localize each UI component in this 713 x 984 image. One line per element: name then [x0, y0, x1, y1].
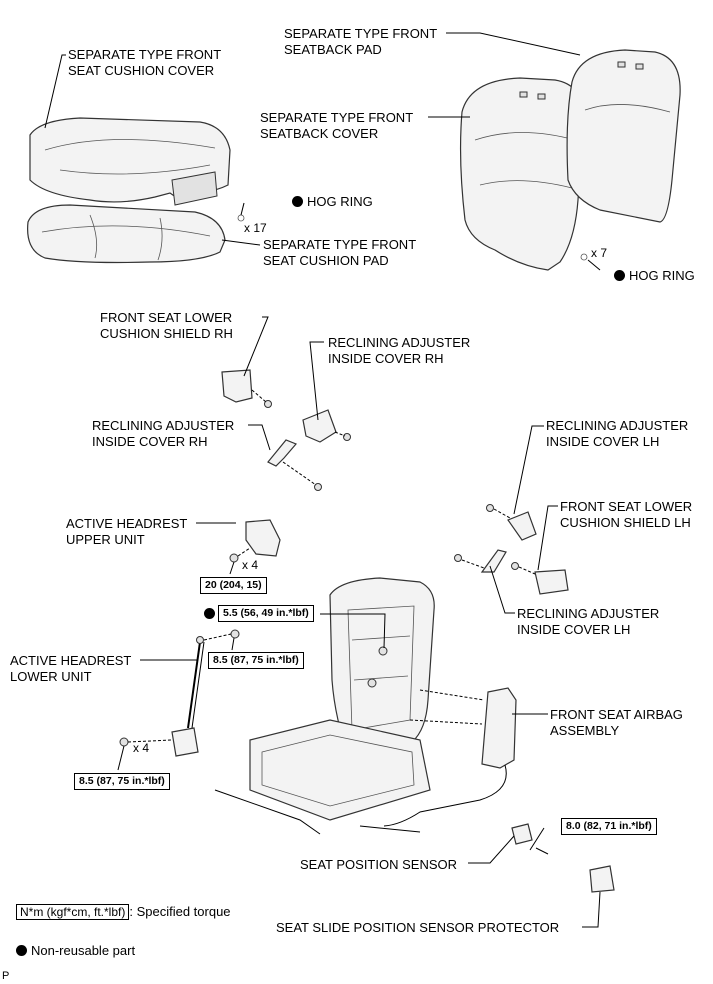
qty-upper-unit: x 4 [242, 558, 259, 572]
qty-hog-right: x 7 [591, 246, 608, 260]
qty-hog-left: x 17 [244, 221, 267, 235]
label-seat-position-sensor: SEAT POSITION SENSOR [300, 857, 457, 872]
non-reusable-dot-icon [614, 270, 625, 281]
torque-frame-nut: 5.5 (56, 49 in.*lbf) [218, 605, 314, 622]
torque-lower-unit-bottom: 8.5 (87, 75 in.*lbf) [74, 773, 170, 790]
label-slide-sensor-protector: SEAT SLIDE POSITION SENSOR PROTECTOR [276, 920, 560, 935]
seatback-pad-drawing [566, 49, 681, 223]
position-sensor-drawing [511, 823, 615, 893]
hog-ring-icon [580, 253, 588, 261]
leader-lines [44, 32, 601, 928]
small-parts-drawing [221, 369, 569, 595]
torque-position-sensor: 8.0 (82, 71 in.*lbf) [561, 818, 657, 835]
non-reusable-dot-icon [204, 608, 215, 619]
headrest-upper-unit-drawing [229, 519, 281, 563]
headrest-lower-unit-drawing [119, 629, 240, 757]
torque-lower-unit-top: 8.5 (87, 75 in.*lbf) [208, 652, 304, 669]
hog-ring-label-right: HOG RING [614, 268, 695, 284]
seat-frame-drawing [214, 577, 435, 835]
legend-non-reusable: Non-reusable part [16, 943, 135, 959]
non-reusable-dot-icon [292, 196, 303, 207]
qty-lower-unit: x 4 [133, 741, 150, 755]
seatback-cover-drawing [459, 77, 584, 271]
legend-specified-torque: N*m (kgf*cm, ft.*lbf): Specified torque [16, 904, 231, 920]
non-reusable-dot-icon [16, 945, 27, 956]
torque-upper-unit: 20 (204, 15) [200, 577, 267, 594]
corner-mark: P [2, 970, 10, 982]
airbag-assembly-drawing [383, 687, 517, 827]
seat-cushion-pad-drawing [27, 204, 226, 264]
hog-ring-label-left: HOG RING [292, 194, 373, 210]
seat-cushion-cover-drawing [29, 117, 231, 206]
